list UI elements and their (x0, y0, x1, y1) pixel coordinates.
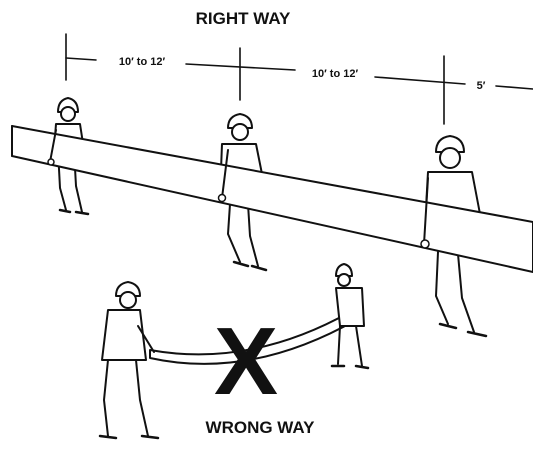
dimension-line: 10′ to 12′ 10′ to 12′ 5′ (66, 34, 533, 124)
dimension-label-2: 10′ to 12′ (312, 68, 359, 80)
worker-wrong-way-2 (332, 264, 368, 368)
dimension-label-1: 10′ to 12′ (119, 56, 166, 68)
wrong-x-mark: X (214, 308, 278, 415)
right-way-title: RIGHT WAY (196, 9, 291, 28)
worker-wrong-way-1 (100, 282, 158, 438)
dimension-label-3: 5′ (477, 80, 486, 92)
wrong-way-title: WRONG WAY (206, 418, 316, 437)
